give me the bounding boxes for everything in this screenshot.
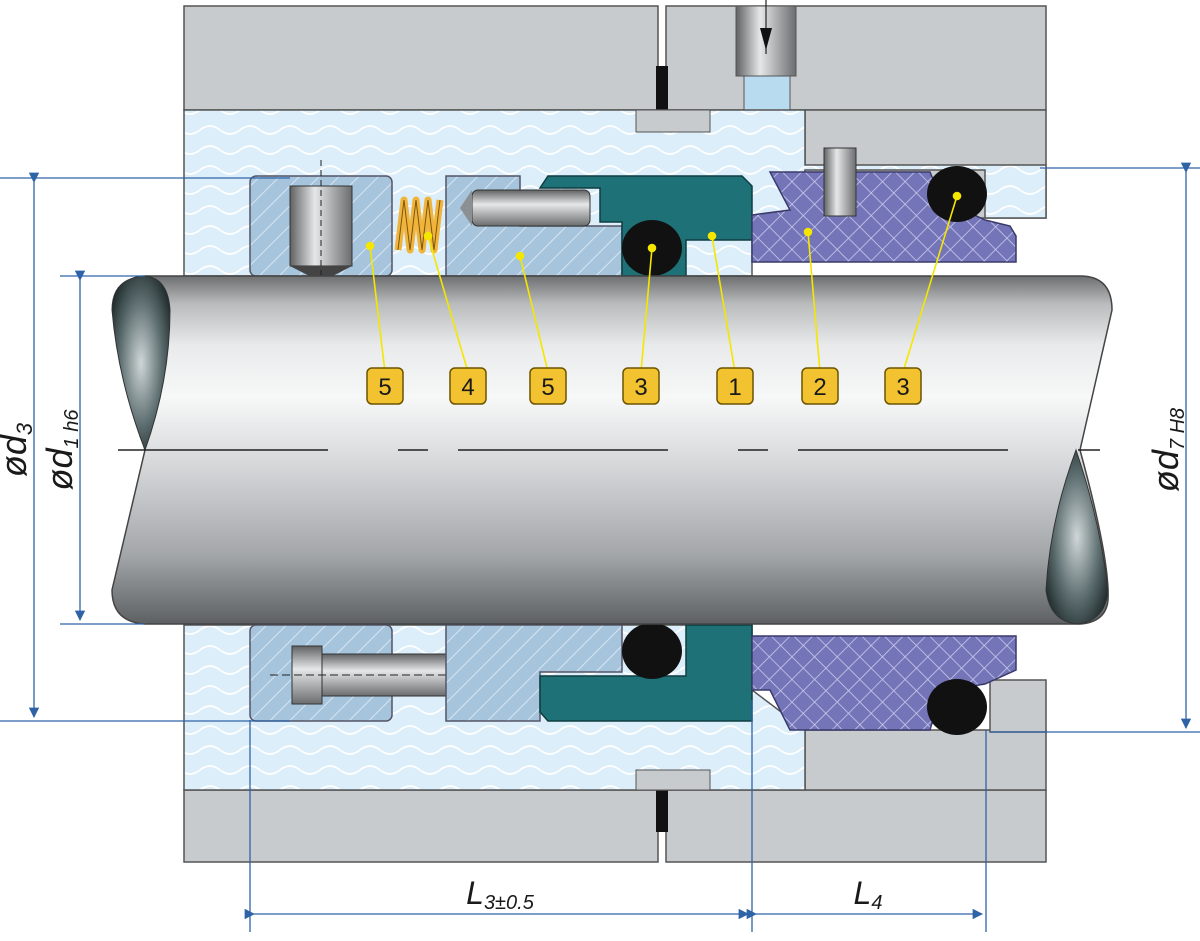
callout-badges: 5 4 5 3 1 2 3	[366, 367, 922, 405]
svg-text:ød1 h6: ød1 h6	[39, 409, 83, 491]
dim-L3-sub: 3±0.5	[484, 892, 535, 914]
callout-badge: 3	[884, 367, 922, 405]
dim-d1-sub: 1 h6	[61, 409, 83, 449]
dim-d7-prefix: ød	[1145, 449, 1186, 492]
dim-label-d7: ød7 H8	[1145, 408, 1189, 492]
dim-label-L4: L4	[854, 875, 883, 914]
callout-label: 5	[378, 374, 391, 401]
svg-text:ød7 H8: ød7 H8	[1145, 408, 1189, 492]
callout-label: 3	[896, 374, 909, 401]
callout-badge: 1	[716, 367, 754, 405]
callout-label: 5	[541, 374, 554, 401]
dim-L3-prefix: L	[466, 875, 484, 911]
svg-text:ød3: ød3	[0, 422, 37, 477]
callout-badge: 5	[366, 367, 404, 405]
dim-label-d3: ød3	[0, 422, 37, 477]
leader-lines	[365, 191, 962, 373]
callout-badge: 5	[529, 367, 567, 405]
dim-d7-sub: 7 H8	[1167, 408, 1189, 450]
callout-label: 3	[634, 374, 647, 401]
collar-top	[249, 160, 393, 290]
callout-badge: 3	[622, 367, 660, 405]
dim-d3-sub: 3	[12, 422, 37, 435]
carrier-bottom	[445, 624, 623, 722]
dim-label-d1: ød1 h6	[39, 409, 83, 491]
dim-label-L3: L3±0.5	[466, 875, 535, 914]
shaft	[111, 275, 1113, 625]
dim-L4-sub: 4	[871, 892, 882, 914]
dim-L4-prefix: L	[854, 875, 872, 911]
callout-badge: 4	[449, 367, 487, 405]
spring	[394, 196, 444, 254]
oring-face-bottom	[622, 623, 682, 679]
dimension-lines	[0, 162, 1200, 932]
callout-label: 4	[461, 374, 474, 401]
carrier-top	[445, 175, 623, 277]
callout-badge: 2	[801, 367, 839, 405]
dim-d3-prefix: ød	[0, 434, 34, 477]
callout-label: 2	[813, 374, 826, 401]
oring-seat-bottom	[927, 679, 987, 735]
dim-d1-prefix: ød	[39, 447, 80, 490]
callout-label: 1	[728, 374, 741, 401]
